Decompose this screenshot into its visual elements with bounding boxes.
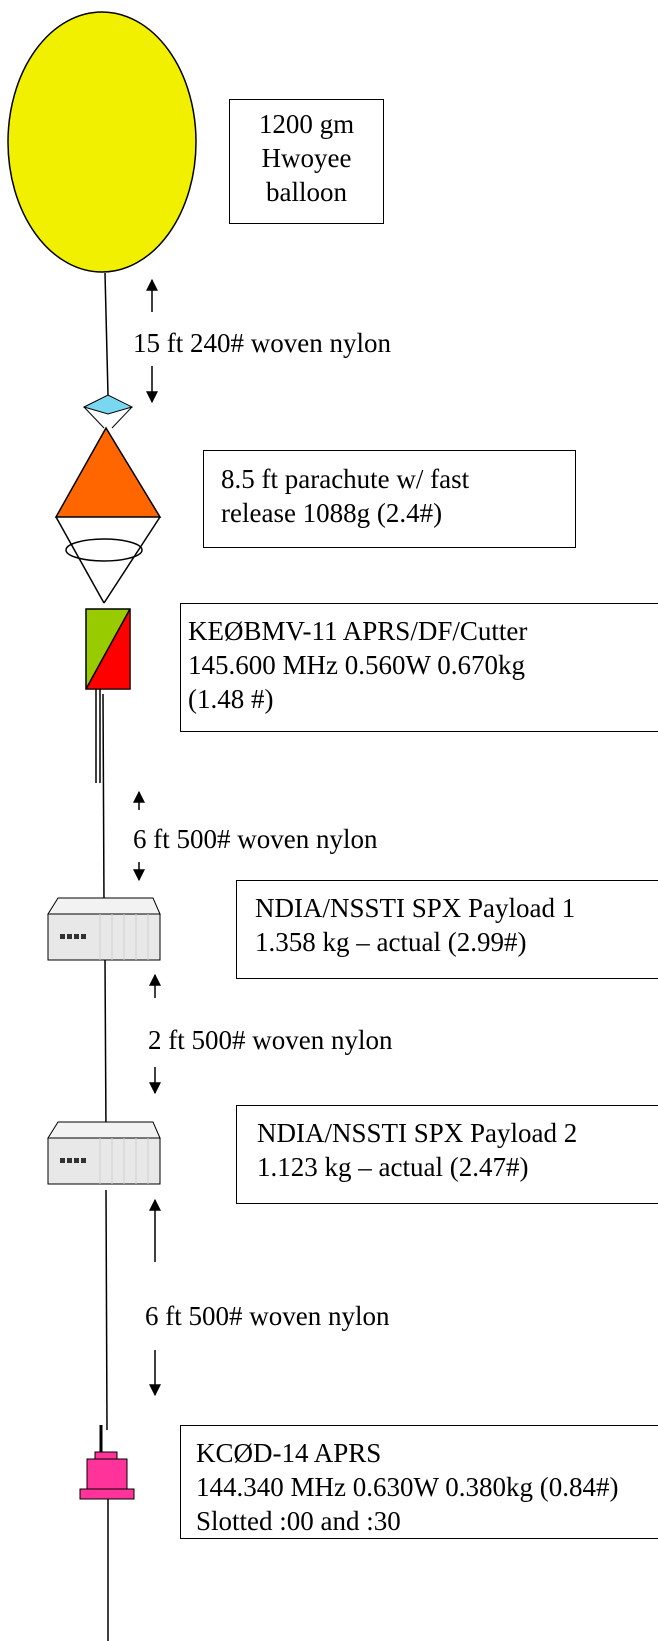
tracker2-label-line-1: KCØD-14 APRS bbox=[196, 1438, 382, 1468]
balloon bbox=[7, 11, 197, 273]
tether-label-4: 6 ft 500# woven nylon bbox=[145, 1301, 390, 1331]
tracker2-label-box: KCØD-14 APRS 144.340 MHz 0.630W 0.380kg … bbox=[180, 1425, 658, 1539]
balloon-label-box: 1200 gm Hwoyee balloon bbox=[229, 99, 384, 224]
payload1-label-line-1: NDIA/NSSTI SPX Payload 1 bbox=[255, 893, 576, 923]
parachute-lines bbox=[55, 516, 161, 604]
tracker1-label-line-2: 145.600 MHz 0.560W 0.670kg bbox=[188, 650, 525, 680]
balloon-label-line-3: balloon bbox=[266, 177, 347, 207]
payload1-label-box: NDIA/NSSTI SPX Payload 1 1.358 kg – actu… bbox=[236, 880, 658, 979]
balloon-label-line-1: 1200 gm bbox=[258, 109, 355, 139]
payload2-label-line-2: 1.123 kg – actual (2.47#) bbox=[257, 1152, 529, 1182]
payload2-label-line-1: NDIA/NSSTI SPX Payload 2 bbox=[257, 1118, 578, 1148]
payload2-label-box: NDIA/NSSTI SPX Payload 2 1.123 kg – actu… bbox=[236, 1105, 658, 1204]
tracker-1 bbox=[85, 608, 131, 783]
tether-arrows bbox=[133, 278, 161, 1397]
tracker1-label-box: KEØBMV-11 APRS/DF/Cutter 145.600 MHz 0.5… bbox=[180, 603, 658, 732]
swivel-connector bbox=[82, 394, 134, 415]
tracker2-label-line-3: Slotted :00 and :30 bbox=[196, 1506, 401, 1536]
tracker2-label-line-2: 144.340 MHz 0.630W 0.380kg (0.84#) bbox=[196, 1472, 619, 1502]
tracker-2 bbox=[79, 1425, 135, 1500]
parachute-label-box: 8.5 ft parachute w/ fast release 1088g (… bbox=[203, 450, 576, 548]
payload-2 bbox=[47, 1121, 161, 1185]
tether-label-3: 2 ft 500# woven nylon bbox=[148, 1025, 393, 1055]
tracker1-label-line-1: KEØBMV-11 APRS/DF/Cutter bbox=[188, 616, 528, 646]
payload-1 bbox=[47, 897, 161, 961]
parachute-canopy bbox=[54, 426, 162, 518]
balloon-label-line-2: Hwoyee bbox=[261, 143, 352, 173]
parachute-label-line-2: release 1088g (2.4#) bbox=[221, 498, 443, 528]
tether-lines bbox=[102, 272, 109, 1641]
tether-label-1: 15 ft 240# woven nylon bbox=[133, 328, 391, 358]
tether-label-2: 6 ft 500# woven nylon bbox=[133, 824, 378, 854]
parachute-label-line-1: 8.5 ft parachute w/ fast bbox=[221, 464, 470, 494]
tracker1-label-line-3: (1.48 #) bbox=[188, 684, 274, 714]
payload1-label-line-2: 1.358 kg – actual (2.99#) bbox=[255, 927, 527, 957]
